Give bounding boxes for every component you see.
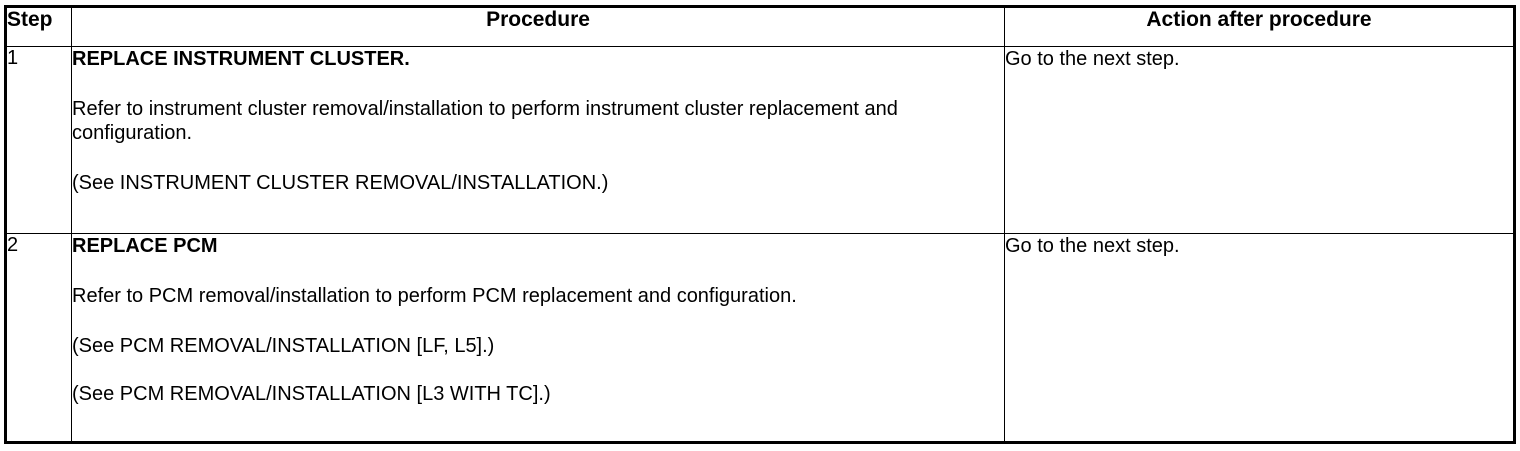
action-cell: Go to the next step. <box>1004 46 1515 234</box>
procedure-title: REPLACE INSTRUMENT CLUSTER. <box>72 48 410 70</box>
action-cell: Go to the next step. <box>1004 233 1515 443</box>
procedure-cell: REPLACE PCM Refer to PCM removal/install… <box>71 233 1005 443</box>
procedure-body-text: Refer to PCM removal/installation to per… <box>72 285 797 307</box>
procedure-reference: (See INSTRUMENT CLUSTER REMOVAL/INSTALLA… <box>72 172 609 194</box>
action-text: Go to the next step. <box>1005 48 1180 70</box>
procedure-title: REPLACE PCM <box>72 235 218 257</box>
step-number: 1 <box>5 46 72 234</box>
procedure-cell: REPLACE INSTRUMENT CLUSTER. Refer to ins… <box>71 46 1005 234</box>
column-header-procedure: Procedure <box>71 6 1005 47</box>
table-row: 1 REPLACE INSTRUMENT CLUSTER. Refer to i… <box>5 46 1515 234</box>
table-body: 1 REPLACE INSTRUMENT CLUSTER. Refer to i… <box>5 46 1515 443</box>
step-number: 2 <box>5 233 72 443</box>
table-row: 2 REPLACE PCM Refer to PCM removal/insta… <box>5 233 1515 443</box>
action-text: Go to the next step. <box>1005 235 1180 257</box>
procedure-body-text: Refer to instrument cluster removal/inst… <box>72 98 898 144</box>
procedure-reference: (See PCM REMOVAL/INSTALLATION [LF, L5].) <box>72 335 495 357</box>
column-header-action-after-procedure: Action after procedure <box>1004 6 1515 47</box>
column-header-step: Step <box>5 6 72 47</box>
procedure-table-page: Step Procedure Action after procedure 1 … <box>0 5 1520 451</box>
table-header: Step Procedure Action after procedure <box>5 6 1515 47</box>
procedure-reference: (See PCM REMOVAL/INSTALLATION [L3 WITH T… <box>72 383 551 405</box>
table-header-row: Step Procedure Action after procedure <box>5 6 1515 47</box>
procedure-table: Step Procedure Action after procedure 1 … <box>4 5 1516 444</box>
